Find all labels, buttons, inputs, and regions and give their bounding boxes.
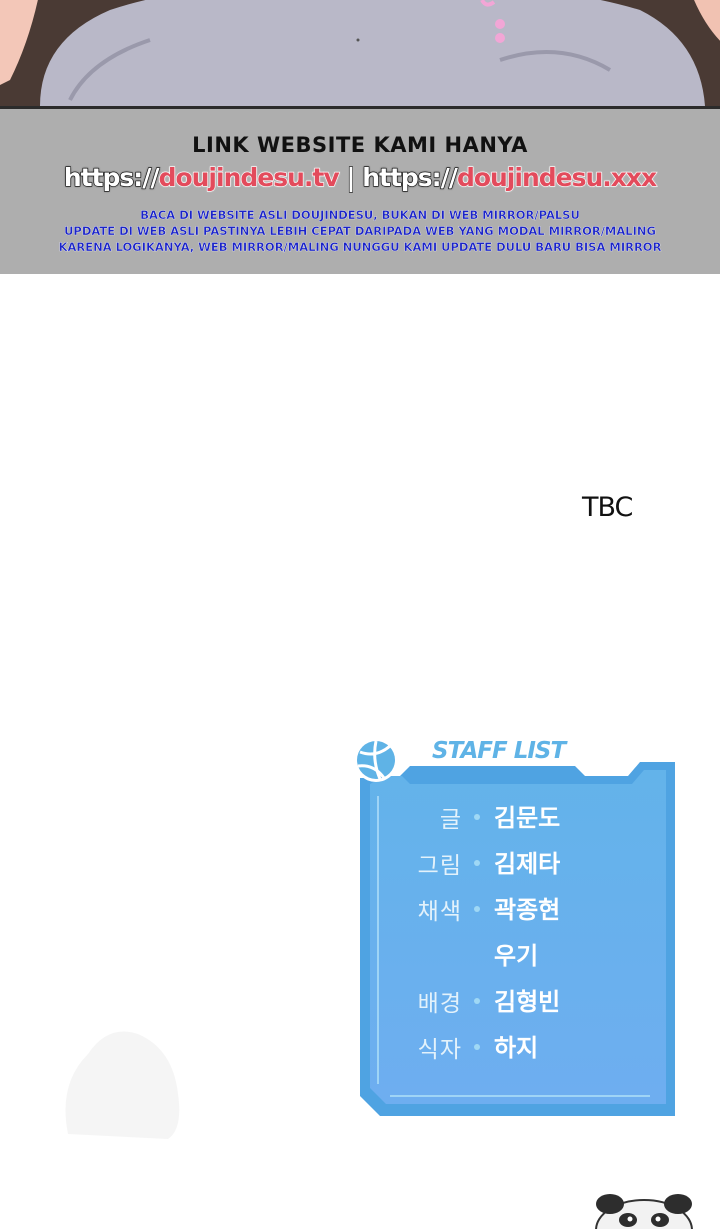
staff-name: 곽종현: [494, 896, 561, 924]
staff-role: 그림: [417, 853, 462, 879]
bullet-dot: [474, 814, 480, 820]
link-doujindesu-xxx[interactable]: https://doujindesu.xxx: [362, 162, 658, 192]
link-doujindesu-tv[interactable]: https://doujindesu.tv: [63, 162, 340, 192]
banner-links: https://doujindesu.tv | https://doujinde…: [0, 162, 720, 192]
staff-role: 채색: [417, 899, 462, 925]
panda-icon: [592, 1190, 696, 1229]
staff-list-title: STAFF LIST: [432, 738, 566, 764]
banner-note-1: BACA DI WEBSITE ASLI DOUJINDESU, BUKAN D…: [140, 208, 580, 222]
tbc-label: TBC: [582, 492, 633, 523]
staff-row-color-2: 우기: [350, 938, 680, 974]
staff-role: 식자: [417, 1037, 462, 1063]
staff-row-background: 배경 김형빈: [350, 984, 680, 1020]
banner-title: LINK WEBSITE KAMI HANYA: [192, 133, 528, 157]
faint-watermark-figure: [48, 1004, 188, 1144]
staff-name: 하지: [494, 1034, 539, 1062]
staff-row-art: 그림 김제타: [350, 846, 680, 882]
staff-list-panel: STAFF LIST 글 김문도 그림 김제타 채색 곽종현 우기 배경 김형빈…: [350, 736, 680, 1122]
bullet-dot: [474, 998, 480, 1004]
bullet-dot: [474, 860, 480, 866]
staff-row-lettering: 식자 하지: [350, 1030, 680, 1066]
volleyball-icon: [354, 738, 398, 782]
staff-row-color: 채색 곽종현: [350, 892, 680, 928]
top-artwork: [0, 0, 720, 106]
staff-role: 글: [439, 807, 462, 833]
staff-name: 우기: [494, 942, 539, 970]
banner-note-3: KARENA LOGIKANYA, WEB MIRROR/MALING NUNG…: [58, 240, 662, 254]
bullet-dot: [474, 1044, 480, 1050]
staff-name: 김형빈: [494, 988, 561, 1016]
bullet-dot: [474, 906, 480, 912]
staff-role: 배경: [417, 991, 462, 1017]
staff-name: 김제타: [494, 850, 561, 878]
banner-note-2: UPDATE DI WEB ASLI PASTINYA LEBIH CEPAT …: [64, 224, 656, 238]
staff-panel-frame: [354, 738, 675, 1116]
staff-name: 김문도: [494, 804, 561, 832]
staff-row-writer: 글 김문도: [350, 800, 680, 836]
website-banner: LINK WEBSITE KAMI HANYA https://doujinde…: [0, 106, 720, 274]
link-separator: |: [338, 162, 363, 192]
